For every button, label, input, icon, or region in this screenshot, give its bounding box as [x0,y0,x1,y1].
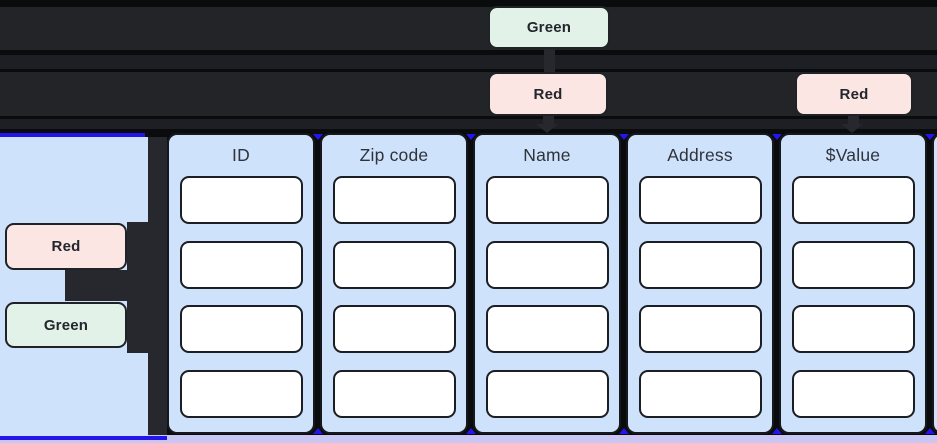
connector-line [544,47,555,74]
column-header: ID [232,145,250,165]
cell-input[interactable] [485,176,609,224]
junction-handle-top[interactable] [312,134,323,140]
selection-line-top [0,133,145,137]
side-panel-red-badge[interactable]: Red [5,223,127,270]
cell-input[interactable] [791,369,915,418]
dark-lane-2 [0,55,937,69]
junction-handle-top[interactable] [618,134,629,140]
cell-input[interactable] [485,305,609,353]
panel-connector-step [127,222,148,271]
cell-input[interactable] [638,176,762,224]
green-annotation-badge[interactable]: Green [488,6,610,49]
cell-input[interactable] [485,369,609,418]
cell-input[interactable] [179,305,303,353]
pointer-arrow-value-column [841,124,863,133]
data-table: ID Zip code Name Address $Value [167,133,937,434]
cell-input[interactable] [179,240,303,289]
dark-lane-3 [0,72,937,116]
panel-divider-strip [148,137,167,435]
cell-input[interactable] [332,369,456,418]
bottom-panel-edge [0,435,937,443]
table-column-name: Name [473,133,621,434]
pointer-arrow-name-column [536,124,558,133]
dark-lane-1 [0,7,937,50]
dark-lane-4 [0,119,937,129]
junction-handle-bottom[interactable] [465,428,476,434]
cell-input[interactable] [791,305,915,353]
pointer-stem-value-column [848,114,859,127]
cell-input[interactable] [332,176,456,224]
column-cells [628,176,772,418]
cell-input[interactable] [638,305,762,353]
cell-input[interactable] [638,369,762,418]
panel-connector-step [127,301,148,353]
junction-handle-top[interactable] [465,134,476,140]
column-cells [781,176,925,418]
column-header: Zip code [359,145,429,165]
column-header: Address [667,145,733,165]
column-header: $Value [825,145,881,165]
pointer-stem-name-column [543,114,554,127]
cell-input[interactable] [179,369,303,418]
table-column-address: Address [626,133,774,434]
table-column-id: ID [167,133,315,434]
junction-handle-top[interactable] [771,134,782,140]
cell-input[interactable] [332,305,456,353]
cell-input[interactable] [791,240,915,289]
side-panel-green-badge[interactable]: Green [5,302,127,348]
junction-handle-top[interactable] [924,134,935,140]
column-cells [169,176,313,418]
column-header: Name [523,145,571,165]
selection-line-bottom [0,436,167,440]
junction-handle-bottom[interactable] [618,428,629,434]
table-column-value: $Value [779,133,927,434]
junction-handle-bottom[interactable] [312,428,323,434]
red-annotation-badge-name[interactable]: Red [488,72,608,116]
column-cells [475,176,619,418]
column-cells [322,176,466,418]
panel-connector-step [65,270,148,301]
junction-handle-bottom[interactable] [924,428,935,434]
junction-handle-bottom[interactable] [771,428,782,434]
table-column-zipcode: Zip code [320,133,468,434]
cell-input[interactable] [485,240,609,289]
table-column-partial [932,133,937,434]
red-annotation-badge-value[interactable]: Red [795,72,913,116]
cell-input[interactable] [638,240,762,289]
cell-input[interactable] [179,176,303,224]
cell-input[interactable] [332,240,456,289]
cell-input[interactable] [791,176,915,224]
